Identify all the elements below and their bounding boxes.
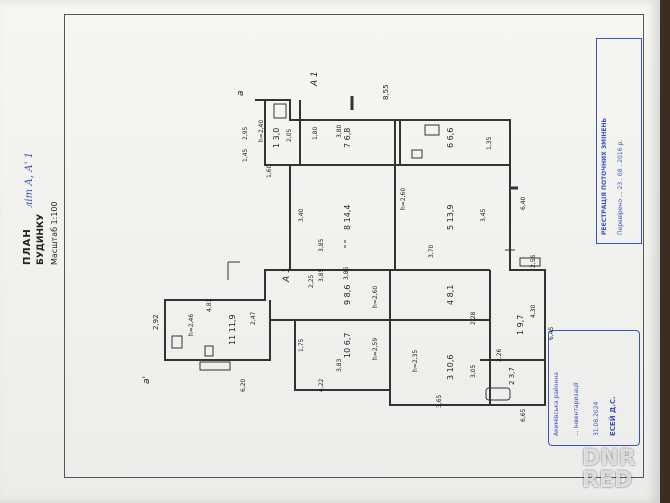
dimension-label: 2,26 (496, 348, 503, 362)
dimension-label: 4,83 (206, 298, 213, 312)
lit-label-top: А 1 (310, 71, 320, 86)
dimension-label: 1,75 (298, 338, 305, 352)
height-label: h=2,60 (372, 285, 379, 308)
dimension-label: 4,30 (530, 304, 537, 318)
room-11-label: 11 11,9 (228, 314, 237, 345)
dimension-label: 1,45 (242, 148, 249, 162)
height-label: h=2,59 (372, 337, 379, 360)
room-3-label: 3 10,6 (446, 354, 455, 380)
dimension-label: 6,65 (520, 408, 527, 422)
room-7-label: 7 6,8 (343, 127, 352, 148)
dimension-label: 3,65 (436, 394, 443, 408)
room-4-label: 4 8,1 (446, 284, 455, 305)
axis-label-a1: а' (142, 376, 152, 384)
bti-stamp: Акимівська районна ... інвентаризації ЕС… (548, 330, 640, 446)
dimension-label: 2,56 (530, 254, 537, 268)
dimension-label: 6,20 (240, 378, 247, 392)
dimension-label: 3,80 (336, 124, 343, 138)
room-5-label: 5 13,9 (446, 204, 455, 230)
room-10-label: 10 6,7 (343, 332, 352, 358)
dimension-label: 2,28 (470, 311, 477, 325)
height-label: h=2,40 (258, 119, 265, 142)
room-1-label: 1 3,0 (272, 127, 281, 148)
dimension-label: 2,95 (242, 126, 249, 140)
dimension-label: 1,35 (486, 136, 493, 150)
lit-label-mid: А 1 (282, 267, 292, 282)
height-label: h=2,35 (412, 349, 419, 372)
axis-label-a: а (236, 90, 246, 96)
dimension-label: 3,83 (336, 358, 343, 372)
dimension-label: 2,25 (308, 274, 315, 288)
room-2-label: 2 3,7 (508, 367, 516, 385)
exterior-walls (164, 99, 546, 406)
dimension-label: 2,47 (250, 311, 257, 325)
dimension-label: 3,70 (428, 244, 435, 258)
dimension-label: 2,92 (152, 314, 160, 330)
room-6-label: 6 6,6 (446, 127, 455, 148)
height-label: h=2,46 (188, 313, 195, 336)
room-8-label: 8 14,4 (343, 204, 352, 230)
watermark-logo: DNR RED (582, 446, 636, 493)
dimension-label: 3,85 (318, 238, 325, 252)
dimension-label: 3,85 (318, 268, 325, 282)
dimension-label: 3,40 (298, 208, 305, 222)
dimension-label: 3,45 (480, 208, 487, 222)
dimension-label: 8,55 (382, 84, 390, 100)
dimension-label: 4,22 (318, 378, 325, 392)
dimension-label: 1,60 (266, 164, 273, 178)
drawing-frame (64, 14, 644, 478)
height-label: h=2,60 (400, 187, 407, 210)
dimension-label: 6,40 (520, 196, 527, 210)
update-registration-stamp: РЕЄСТРАЦІЯ ПОТОЧНИХ ЗМІНЕНЬ Перевірено .… (596, 38, 642, 244)
fixtures (171, 96, 541, 401)
room-1b-label: 1 9,7 (516, 314, 525, 335)
dimension-label: 3,86 (343, 266, 350, 280)
dimension-label: 2,05 (286, 128, 293, 142)
dimension-label: 1,80 (312, 126, 319, 140)
room-9-label: 9 8,6 (343, 284, 352, 305)
dimension-label: 3,05 (470, 364, 477, 378)
